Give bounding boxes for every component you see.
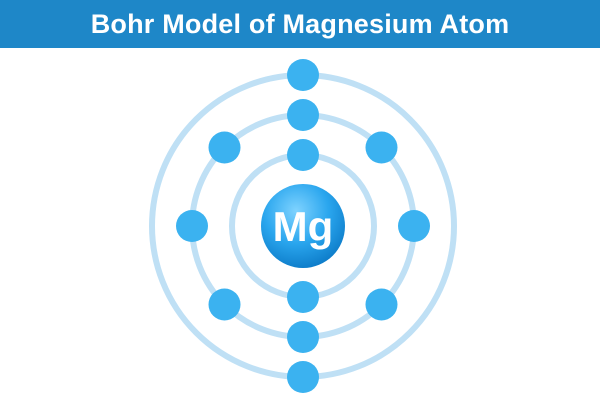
electron-middle-2 bbox=[365, 131, 398, 164]
electron-inner-2 bbox=[287, 281, 319, 313]
electron-middle-3 bbox=[398, 210, 430, 242]
title-banner: Bohr Model of Magnesium Atom bbox=[0, 0, 600, 48]
nucleus: Mg bbox=[261, 184, 345, 268]
electron-middle-7 bbox=[176, 210, 208, 242]
electron-middle-6 bbox=[208, 288, 241, 321]
page-title: Bohr Model of Magnesium Atom bbox=[90, 8, 510, 39]
electron-inner-1 bbox=[287, 139, 319, 171]
electron-group bbox=[176, 59, 430, 393]
electron-middle-1 bbox=[287, 99, 319, 131]
electron-middle-4 bbox=[365, 288, 398, 321]
nucleus-circle bbox=[261, 184, 345, 268]
element-symbol: Mg bbox=[273, 203, 334, 250]
electron-middle-8 bbox=[208, 131, 241, 164]
electron-middle-5 bbox=[287, 321, 319, 353]
electron-outer-1 bbox=[287, 59, 319, 91]
electron-outer-2 bbox=[287, 361, 319, 393]
